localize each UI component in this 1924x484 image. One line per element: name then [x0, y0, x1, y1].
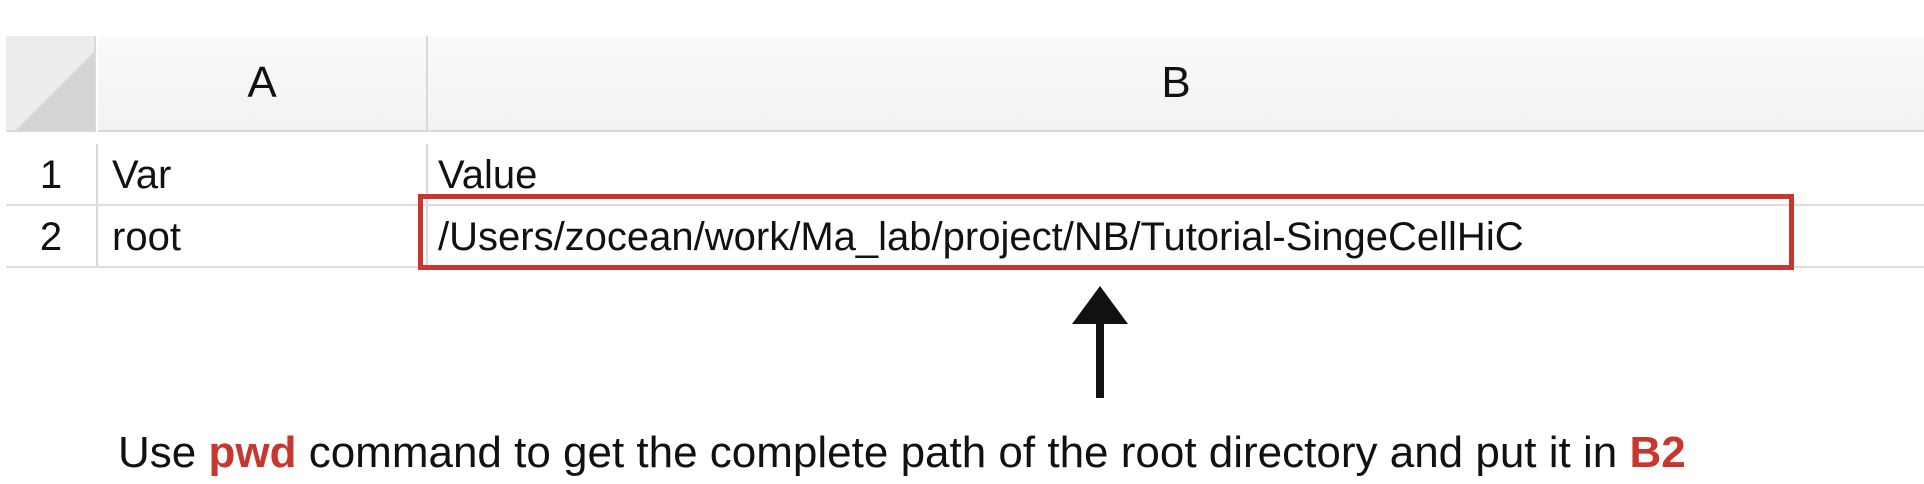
arrow-up-icon — [1072, 286, 1128, 398]
select-all-icon — [16, 52, 94, 130]
cell-b2[interactable]: /Users/zocean/work/Ma_lab/project/NB/Tut… — [428, 206, 1924, 268]
caption-text: command to get the complete path of the … — [296, 428, 1630, 477]
spreadsheet: A B 1 Var Value 2 root /Users/zocean/wor… — [6, 36, 1924, 271]
instruction-caption: Use pwd command to get the complete path… — [118, 425, 1918, 481]
row-header-1[interactable]: 1 — [6, 144, 98, 206]
cell-b1[interactable]: Value — [428, 144, 1924, 206]
row-header-label: 2 — [39, 214, 63, 259]
row-divider — [6, 204, 1924, 206]
select-all-corner[interactable] — [6, 36, 96, 132]
column-header-b[interactable]: B — [428, 36, 1924, 132]
column-header-label: B — [1161, 58, 1191, 107]
cell-value: Value — [438, 152, 538, 197]
cell-value: /Users/zocean/work/Ma_lab/project/NB/Tut… — [438, 214, 1524, 259]
column-header-a[interactable]: A — [98, 36, 428, 132]
column-header-label: A — [247, 58, 277, 107]
row-header-label: 1 — [39, 152, 63, 197]
row-divider — [6, 266, 1924, 268]
cell-reference-highlight: B2 — [1629, 428, 1686, 477]
command-highlight: pwd — [208, 428, 297, 477]
cell-a1[interactable]: Var — [98, 144, 428, 206]
caption-text: Use — [118, 428, 209, 477]
cell-a2[interactable]: root — [98, 206, 428, 268]
cell-value: root — [112, 214, 181, 259]
row-header-2[interactable]: 2 — [6, 206, 98, 268]
cell-value: Var — [112, 152, 172, 197]
